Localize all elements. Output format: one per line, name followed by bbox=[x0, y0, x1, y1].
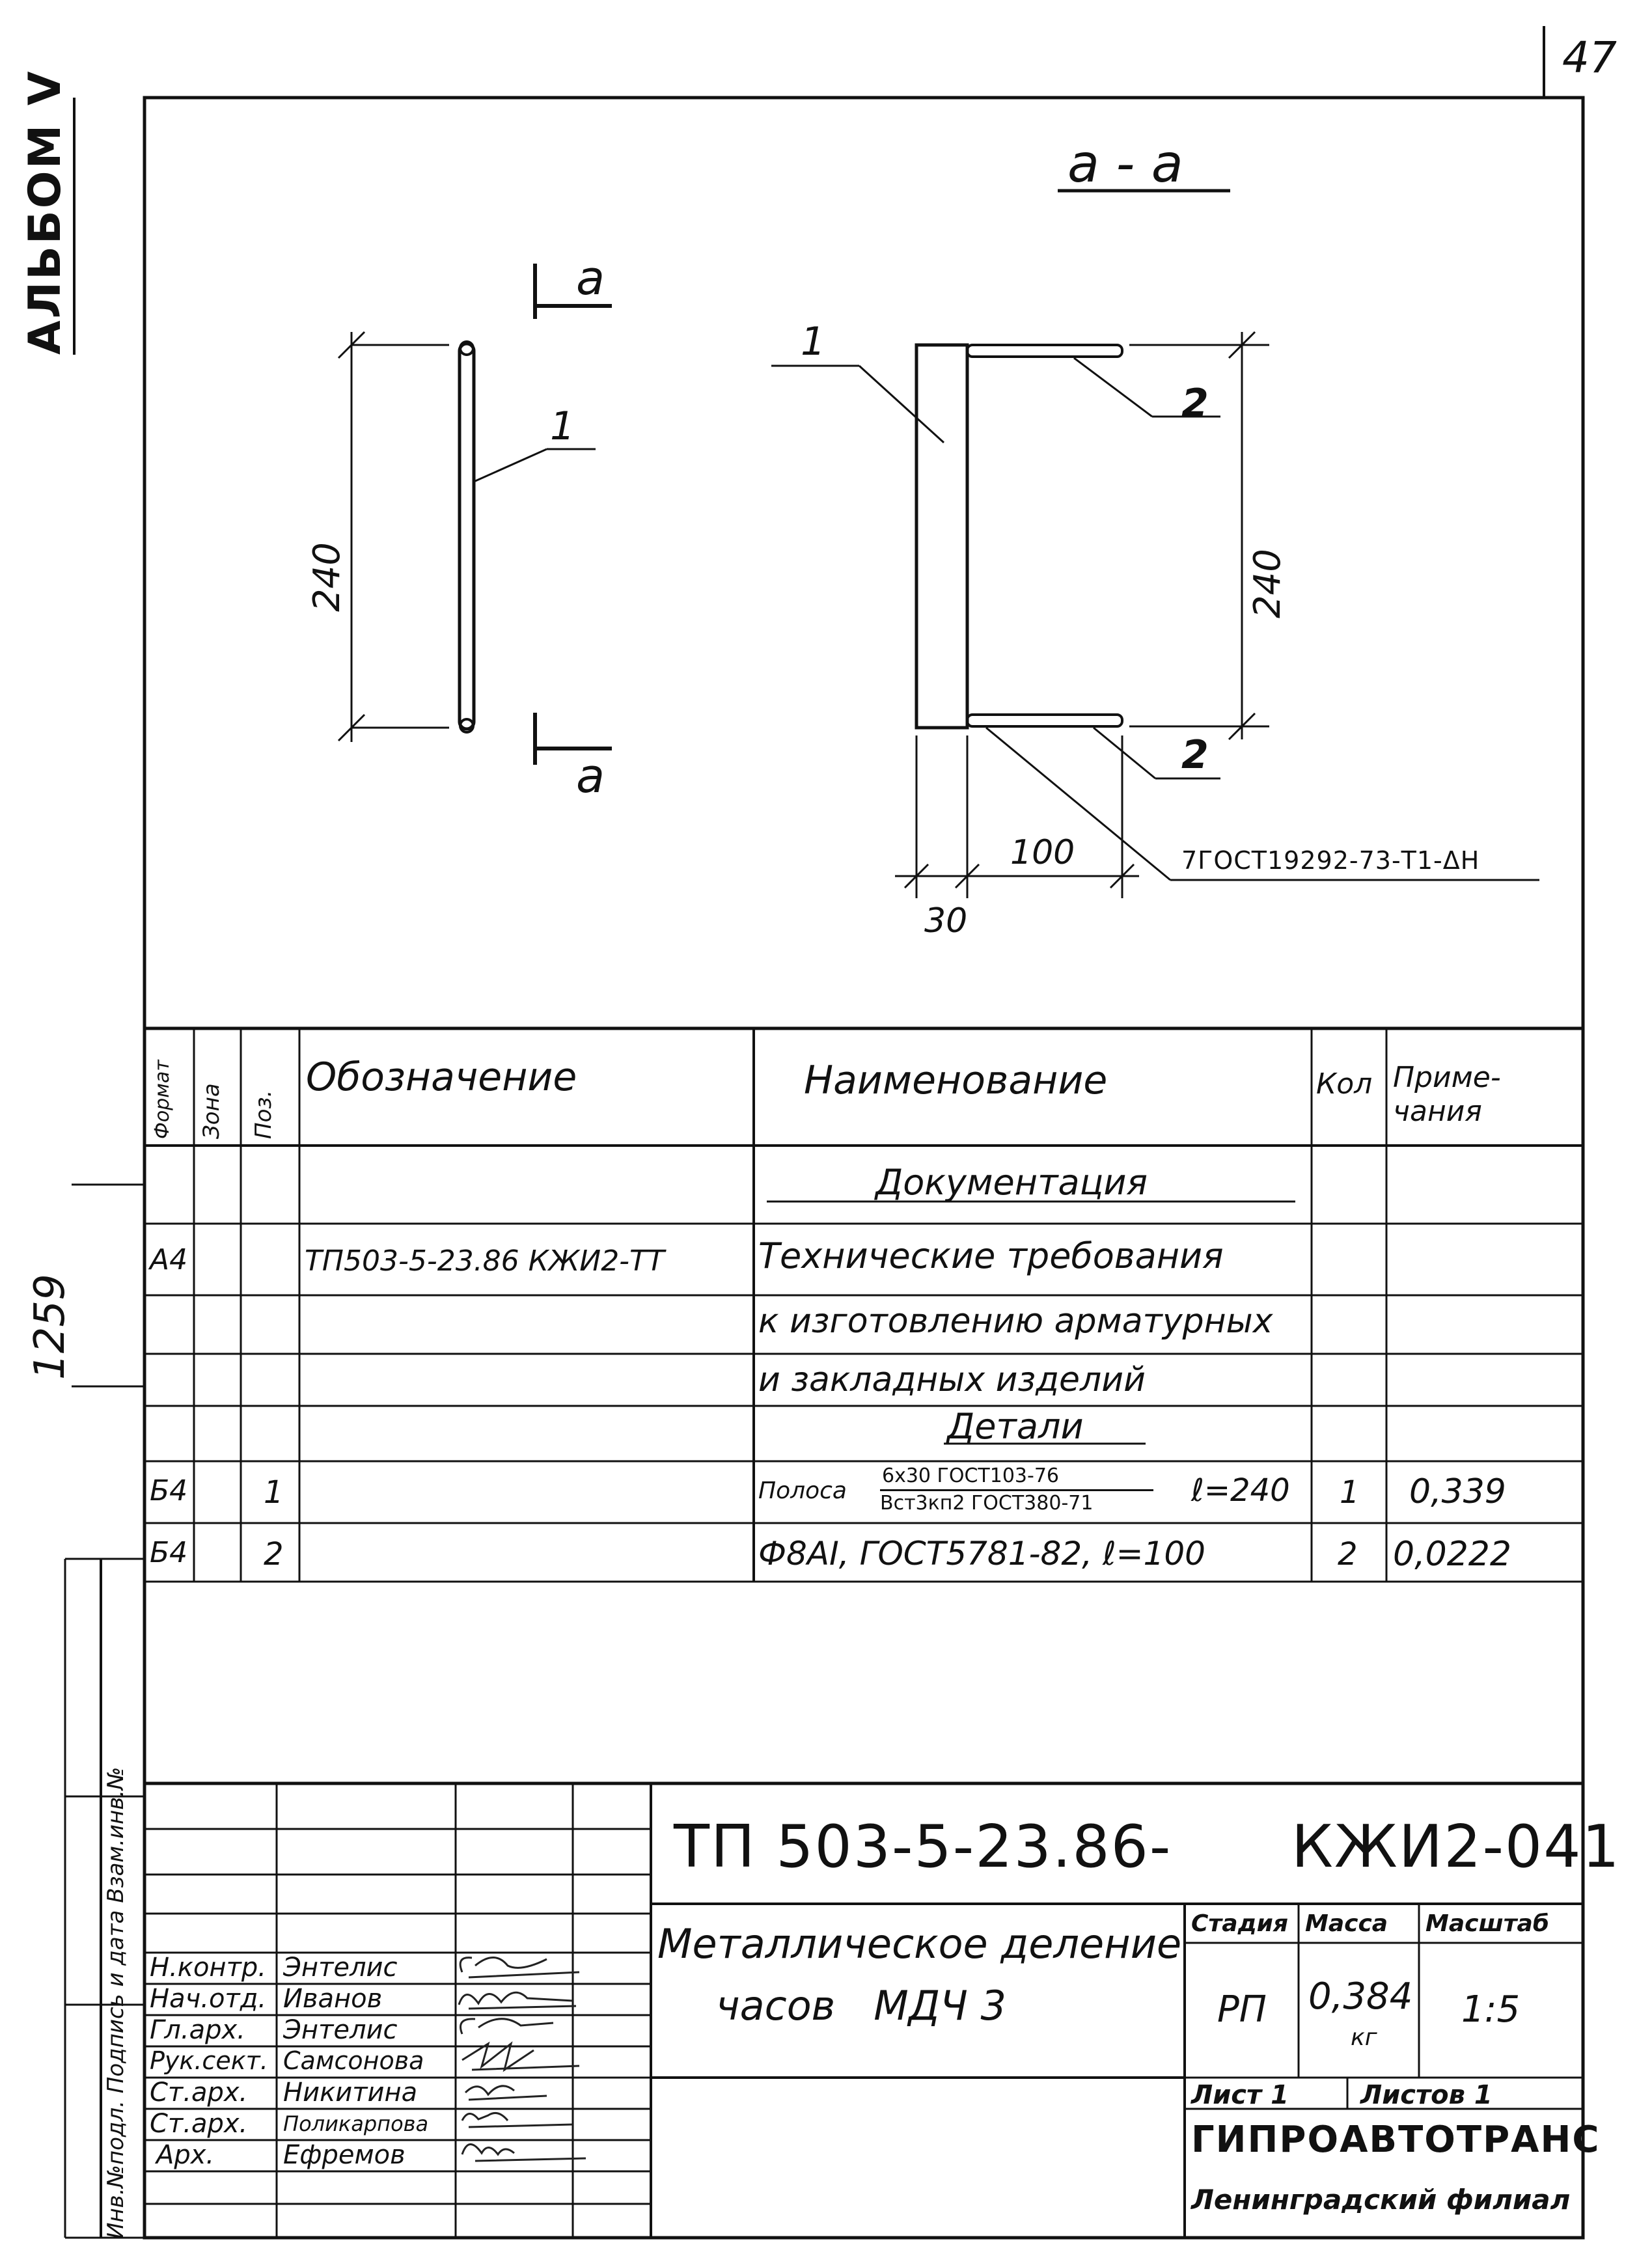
album-label-underline bbox=[73, 98, 76, 355]
section-title: a - a bbox=[1067, 133, 1183, 194]
mass-label: Масса bbox=[1305, 1910, 1388, 1937]
header-format: Формат bbox=[151, 1060, 174, 1139]
doc-format: А4 bbox=[150, 1243, 188, 1276]
row1-pos: 1 bbox=[264, 1474, 284, 1511]
doc-name-line-1: Технические требования bbox=[758, 1235, 1224, 1276]
description-line-2: часов МДЧ 3 bbox=[716, 1982, 1006, 2029]
row1-format: Б4 bbox=[150, 1474, 188, 1507]
sig-role-4: Рук.сект. bbox=[150, 2046, 268, 2075]
stage-value: РП bbox=[1217, 1988, 1267, 2031]
sig-name-2: Иванов bbox=[283, 1984, 383, 2014]
row2-pos: 2 bbox=[264, 1536, 284, 1573]
section-mark-bottom: a bbox=[576, 749, 605, 803]
org-name: ГИПРОАВТОТРАНС bbox=[1191, 2119, 1601, 2161]
sheet-label: Лист 1 bbox=[1191, 2080, 1289, 2110]
row2-note: 0,0222 bbox=[1393, 1535, 1511, 1574]
row1-name-suffix: ℓ=240 bbox=[1191, 1472, 1290, 1509]
stage-label: Стадия bbox=[1191, 1910, 1288, 1937]
sig-name-6: Поликарпова bbox=[283, 2111, 429, 2136]
row2-format: Б4 bbox=[150, 1536, 188, 1569]
header-name: Наименование bbox=[804, 1058, 1108, 1103]
handwritten-signatures bbox=[458, 1957, 586, 2162]
section-mark-top: a bbox=[576, 251, 605, 305]
dim-height-right: 240 bbox=[1246, 549, 1289, 618]
org-branch: Ленинградский филиал bbox=[1191, 2184, 1571, 2216]
weld-note: 7ГОСТ19292-73-Т1-ΔН bbox=[1181, 846, 1480, 875]
front-view bbox=[337, 264, 612, 765]
sig-name-4: Самсонова bbox=[283, 2046, 424, 2075]
sig-role-5: Ст.арх. bbox=[150, 2078, 248, 2108]
pos1-label: 1 bbox=[550, 404, 575, 449]
scale-value: 1:5 bbox=[1461, 1988, 1521, 2031]
sig-name-3: Энтелис bbox=[283, 2015, 398, 2045]
sheets-label: Листов 1 bbox=[1360, 2080, 1493, 2110]
dim-100: 100 bbox=[1010, 833, 1075, 872]
header-pos: Поз. bbox=[251, 1090, 277, 1139]
row1-fraction-bar bbox=[880, 1489, 1153, 1491]
dim-height-left: 240 bbox=[306, 542, 348, 612]
header-designation: Обозначение bbox=[306, 1054, 577, 1100]
header-zone: Зона bbox=[199, 1083, 225, 1139]
row1-name-prefix: Полоса bbox=[758, 1477, 847, 1504]
sig-role-6: Ст.арх. bbox=[150, 2109, 248, 2139]
drawing-code: ТП 503-5-23.86- КЖИ2-041 bbox=[674, 1813, 1621, 1881]
header-qty: Кол bbox=[1316, 1067, 1373, 1101]
doc-name-line-2: к изготовлению арматурных bbox=[758, 1302, 1273, 1341]
row1-qty: 1 bbox=[1340, 1474, 1360, 1511]
pos2-bottom-label: 2 bbox=[1181, 732, 1209, 778]
sig-name-1: Энтелис bbox=[283, 1953, 398, 1983]
doc-name-line-3: и закладных изделий bbox=[758, 1360, 1146, 1399]
section-details: Детали bbox=[947, 1406, 1084, 1447]
sig-role-2: Нач.отд. bbox=[150, 1984, 267, 2014]
header-notes: Приме- чания bbox=[1393, 1061, 1501, 1128]
sheet-number-divider bbox=[1543, 26, 1545, 98]
sheet-number: 47 bbox=[1562, 33, 1617, 83]
section-docs: Документация bbox=[875, 1162, 1148, 1203]
mass-unit: кг bbox=[1351, 2024, 1377, 2051]
row1-name-denominator: Вст3кп2 ГОСТ380-71 bbox=[880, 1492, 1094, 1515]
row2-qty: 2 bbox=[1338, 1536, 1358, 1573]
section-view bbox=[771, 189, 1539, 898]
pos2-top-label: 2 bbox=[1181, 381, 1209, 426]
sig-name-5: Никитина bbox=[283, 2078, 418, 2108]
row2-name: Ф8АI, ГОСТ5781-82, ℓ=100 bbox=[758, 1535, 1205, 1573]
sig-role-3: Гл.арх. bbox=[150, 2015, 245, 2045]
mass-value: 0,384 bbox=[1308, 1975, 1413, 2018]
doc-designation: ТП503-5-23.86 КЖИ2-ТТ bbox=[305, 1244, 665, 1278]
sig-role-7: Арх. bbox=[156, 2140, 215, 2170]
row1-name-numerator: 6x30 ГОСТ103-76 bbox=[882, 1464, 1059, 1487]
row1-note: 0,339 bbox=[1409, 1472, 1506, 1511]
description-line-1: Металлическое деление bbox=[657, 1920, 1182, 1968]
sig-role-1: Н.контр. bbox=[150, 1953, 266, 1983]
pos1-section-label: 1 bbox=[801, 319, 826, 364]
sig-name-7: Ефремов bbox=[283, 2140, 406, 2170]
dim-30: 30 bbox=[924, 901, 968, 941]
scale-label: Масштаб bbox=[1425, 1910, 1549, 1937]
